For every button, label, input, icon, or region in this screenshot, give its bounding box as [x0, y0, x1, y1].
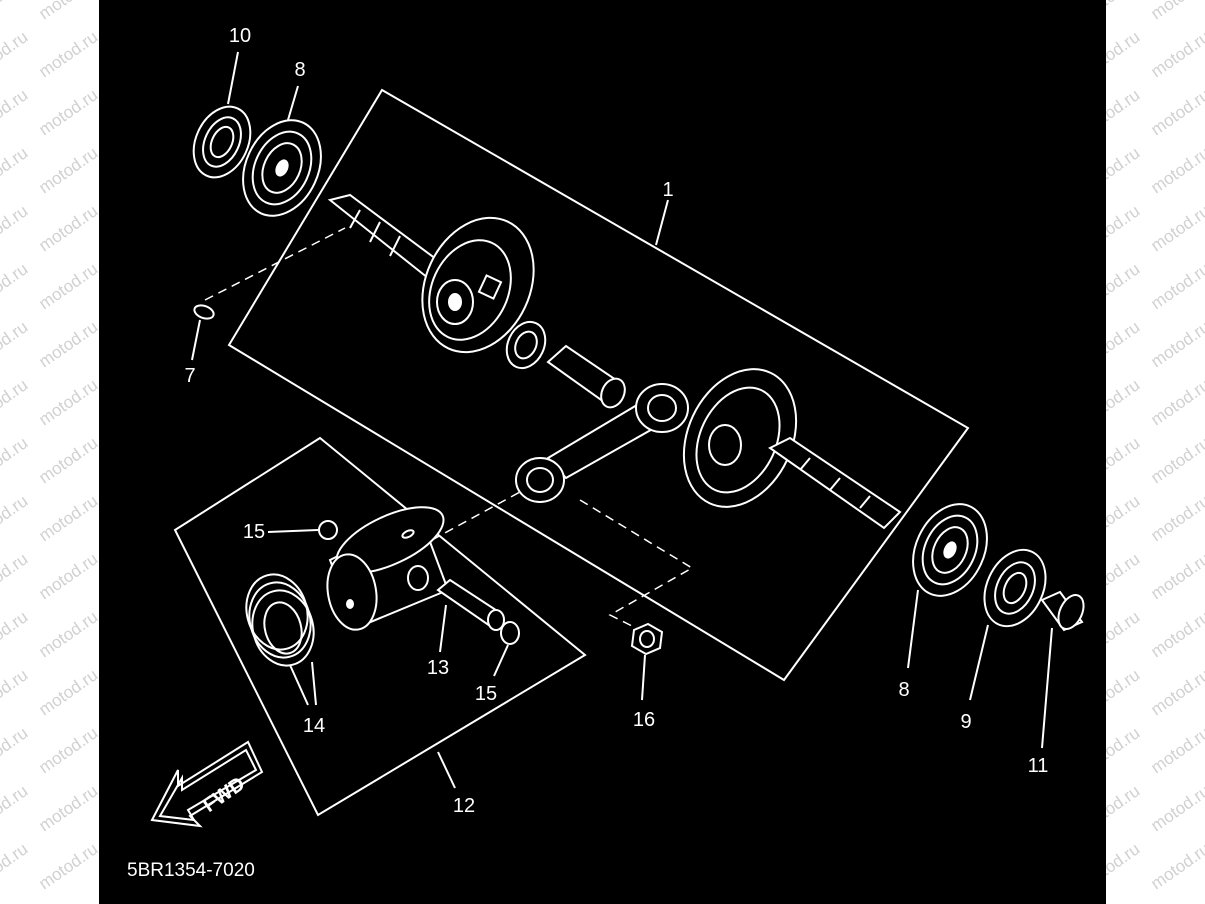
leader-14a [289, 664, 309, 706]
bearing-8-upper [242, 119, 322, 217]
leader-16 [641, 654, 646, 701]
callout-15-upper: 15 [243, 521, 265, 543]
piston-pin-13 [436, 578, 505, 631]
leader-8-upper [287, 85, 299, 121]
callout-8-upper: 8 [294, 59, 305, 81]
crankshaft-assembly-frame [227, 88, 970, 682]
callout-1: 1 [662, 179, 673, 201]
callout-10: 10 [229, 25, 251, 47]
pin-centerline [431, 491, 521, 541]
callout-7: 7 [184, 365, 195, 387]
collar-11 [1040, 590, 1085, 632]
leader-9 [969, 624, 989, 701]
crank-web-left [327, 193, 535, 354]
bearing-centerline [579, 499, 694, 631]
leader-12 [437, 751, 456, 789]
leader-1 [655, 199, 669, 246]
callout-8-lower: 8 [898, 679, 909, 701]
crank-pin [546, 344, 626, 409]
piston-assembly-frame [173, 436, 587, 817]
callout-12: 12 [453, 795, 475, 817]
connecting-rod [515, 383, 689, 503]
leader-14b [311, 661, 317, 706]
bearing-8-lower [912, 503, 988, 597]
key-centerline [204, 227, 346, 301]
leader-7 [191, 319, 201, 361]
woodruff-key-7 [193, 304, 215, 320]
callout-11: 11 [1028, 755, 1049, 777]
oil-seal-9 [983, 548, 1047, 628]
oil-seal-10 [192, 105, 252, 179]
circlip-15-upper [318, 520, 338, 540]
needle-bearing [505, 320, 547, 370]
leader-10 [227, 51, 239, 105]
part-code: 5BR1354-7020 [127, 860, 255, 881]
piston [326, 506, 450, 631]
nut-16 [630, 622, 664, 656]
circlip-15-lower [500, 621, 520, 645]
leader-8-lower [907, 589, 919, 669]
leader-15-upper [267, 529, 319, 533]
callout-9: 9 [960, 711, 971, 733]
leader-13 [439, 604, 447, 653]
callout-14: 14 [303, 715, 325, 737]
leader-15-lower [493, 644, 509, 677]
callout-15-lower: 15 [475, 683, 497, 705]
leader-11 [1041, 627, 1053, 749]
piston-ring-set-14 [245, 573, 315, 667]
callout-13: 13 [427, 657, 449, 679]
callout-16: 16 [633, 709, 655, 731]
crank-web-right [682, 368, 902, 530]
